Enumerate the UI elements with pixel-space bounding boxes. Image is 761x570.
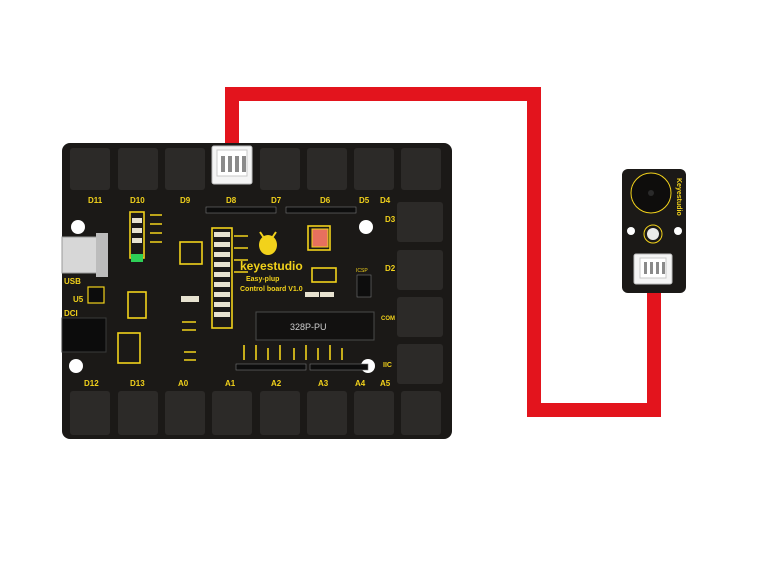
small-smd-parts bbox=[132, 218, 334, 317]
label-d4: D4 bbox=[380, 196, 391, 205]
icsp-header bbox=[356, 274, 372, 298]
label-a4: A4 bbox=[355, 379, 366, 388]
module-connector bbox=[633, 253, 673, 285]
module-mount-hole-right bbox=[674, 227, 682, 235]
label-a1: A1 bbox=[225, 379, 236, 388]
silkscreen-components bbox=[117, 211, 343, 364]
label-d2: D2 bbox=[385, 264, 396, 273]
logo-icon bbox=[259, 231, 277, 255]
label-d10: D10 bbox=[130, 196, 145, 205]
pin-header-top bbox=[205, 206, 357, 214]
label-com: COM bbox=[381, 316, 395, 322]
label-a5: A5 bbox=[380, 379, 391, 388]
label-d3: D3 bbox=[385, 215, 396, 224]
regulator bbox=[87, 286, 105, 304]
mount-hole-top-right bbox=[359, 220, 373, 234]
mount-hole-bottom-left bbox=[69, 359, 83, 373]
label-d13: D13 bbox=[130, 379, 145, 388]
label-d7: D7 bbox=[271, 196, 282, 205]
module-led bbox=[643, 224, 663, 244]
label-a0: A0 bbox=[178, 379, 189, 388]
label-d8: D8 bbox=[226, 196, 237, 205]
label-dc: DCI bbox=[64, 309, 78, 318]
label-iic: IIC bbox=[383, 362, 392, 369]
dc-jack bbox=[61, 317, 107, 353]
label-d5: D5 bbox=[359, 196, 370, 205]
d8-connector bbox=[211, 145, 253, 185]
usb-jack bbox=[61, 233, 108, 277]
module-brand-text: Keyestudio bbox=[675, 178, 682, 216]
label-usb: USB bbox=[64, 277, 81, 286]
mount-hole-top-left bbox=[71, 220, 85, 234]
pin-header-bottom bbox=[235, 363, 369, 371]
red-cable bbox=[225, 87, 661, 417]
right-ports bbox=[397, 202, 443, 384]
chip-label: 328P-PU bbox=[290, 322, 327, 332]
buzzer-module: Keyestudio bbox=[622, 169, 686, 293]
label-icsp: ICSP bbox=[356, 268, 368, 274]
top-ports bbox=[70, 148, 441, 190]
label-d6: D6 bbox=[320, 196, 331, 205]
subtitle-text: Easy-plup bbox=[246, 276, 279, 283]
bottom-ports bbox=[70, 391, 441, 435]
label-a3: A3 bbox=[318, 379, 329, 388]
module-mount-hole-left bbox=[627, 227, 635, 235]
version-text: Control board V1.0 bbox=[240, 286, 303, 293]
label-d9: D9 bbox=[180, 196, 191, 205]
label-a2: A2 bbox=[271, 379, 282, 388]
reset-button bbox=[311, 228, 329, 248]
label-d11: D11 bbox=[88, 196, 103, 205]
label-u5: U5 bbox=[73, 295, 84, 304]
control-board: D11 D10 D9 D8 D7 D6 D5 D4 D3 D2 COM IIC … bbox=[61, 143, 452, 439]
green-led bbox=[131, 254, 143, 262]
label-d12: D12 bbox=[84, 379, 99, 388]
brand-text: keyestudio bbox=[240, 259, 303, 273]
microcontroller-chip bbox=[255, 311, 375, 341]
